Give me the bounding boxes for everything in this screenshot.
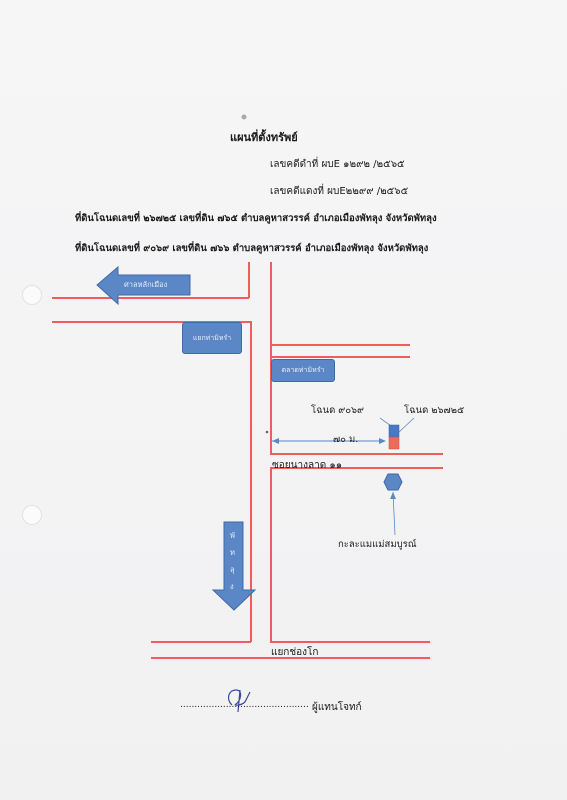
chong-ko-junction-label: แยกช่องโก (271, 647, 319, 658)
tha-mi-ram-intersection-label: แยกท่ามิหรำ (192, 333, 232, 342)
land-deed-line-1: ที่ดินโฉนดเลขที่ ๒๖๗๒๕ เลขที่ดิน ๗๖๕ ตำบ… (75, 213, 437, 224)
red-case-number: เลขคดีแดงที่ ผบE๒๒๙๙ /๒๕๖๕ (270, 186, 409, 197)
deed-9069-plot (388, 424, 400, 438)
tha-mi-ram-intersection-box: แยกท่ามิหรำ (182, 322, 242, 354)
road-top-upper (52, 297, 249, 299)
landmark-leader (392, 491, 396, 536)
road-main-right-lower (270, 467, 272, 642)
tha-mi-ram-market-box: ตลาดท่ามิหรำ (271, 359, 335, 382)
land-deed-line-2: ที่ดินโฉนดเลขที่ ๙๐๖๙ เลขที่ดิน ๗๖๖ ตำบล… (75, 243, 429, 254)
tha-mi-ram-market-label: ตลาดท่ามิหรำ (281, 366, 325, 374)
landmark-hexagon (383, 473, 403, 491)
road-bottom-lower (151, 657, 430, 659)
road-soi-lower (270, 467, 443, 469)
deed-right-leader (397, 417, 415, 434)
city-pillar-label: ศาลหลักเมือง (124, 280, 168, 289)
arrow-down-to-phatthalung (211, 521, 257, 611)
deed-9069-label: โฉนด ๙๐๖๙ (311, 405, 365, 416)
distance-arrowhead-right (379, 438, 386, 444)
map-dot-mark (265, 430, 269, 434)
deed-26725-label: โฉนด ๒๖๗๒๕ (404, 405, 465, 416)
road-bottom-upper-left (151, 641, 251, 643)
arrow-left-to-city-pillar (96, 265, 191, 306)
binder-hole-top (22, 285, 42, 305)
plaintiff-representative-label: ผู้แทนโจทก์ (312, 702, 362, 713)
map-title: แผนที่ตั้งทรัพย์ (230, 131, 298, 144)
distance-label: ๗๐ ม. (333, 434, 359, 445)
deed-26725-plot (388, 436, 400, 450)
road-market-lower (270, 356, 410, 358)
road-main-right-upper (270, 262, 272, 454)
distance-arrowhead-left (272, 438, 279, 444)
road-bottom-upper-right (270, 641, 430, 643)
soi-nang-lat-label: ซอยนางลาด ๑๑ (272, 460, 343, 471)
phatthalung-label: พัทลุง (230, 531, 235, 591)
page-dot-mark (241, 114, 247, 120)
landmark-leader-arrowhead (390, 492, 396, 499)
kalamae-landmark-label: กะละแมแม่สมบูรณ์ (338, 539, 417, 550)
binder-hole-bottom (22, 505, 42, 525)
road-soi-upper (270, 453, 443, 455)
signature-dotted-line: ........................................… (180, 700, 309, 710)
signature-scribble (227, 689, 251, 713)
road-top-upper-right-edge (248, 262, 250, 298)
road-top-lower (52, 321, 250, 323)
road-main-left (250, 321, 252, 642)
black-case-number: เลขคดีดำที่ ผบE ๑๒๙๒ /๒๕๖๕ (270, 159, 405, 170)
road-market-upper (270, 344, 410, 346)
